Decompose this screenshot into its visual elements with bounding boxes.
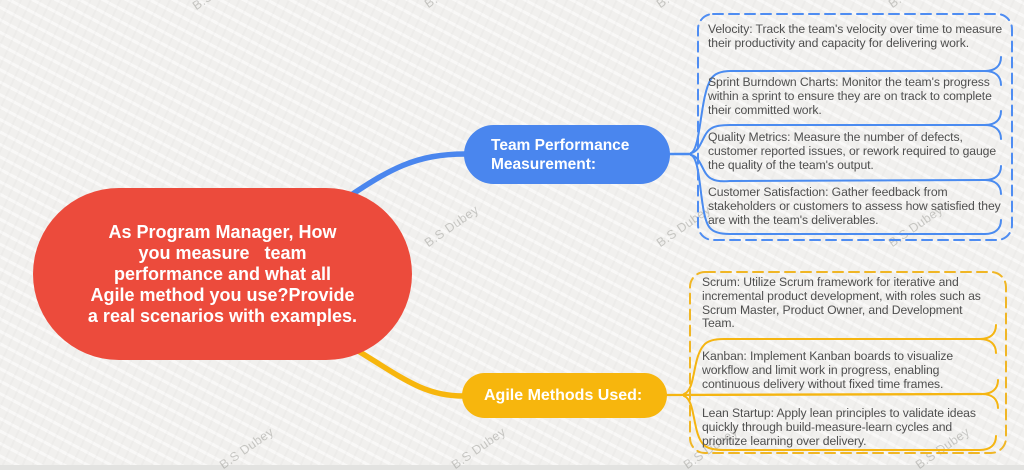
- group-border-team: [697, 13, 1013, 241]
- branch-node-agile-methods[interactable]: Agile Methods Used:: [462, 373, 667, 418]
- central-topic-text: a real scenarios with examples.: [87, 305, 358, 326]
- central-topic-text: you measure team: [138, 242, 307, 263]
- item-lean-startup[interactable]: Lean Startup: Apply lean principles to v…: [702, 406, 976, 448]
- item-scrum[interactable]: Scrum: Utilize Scrum framework for itera…: [702, 275, 981, 331]
- central-topic-text: As Program Manager, How: [108, 221, 337, 242]
- central-topic-node[interactable]: As Program Manager, How you measure team…: [33, 188, 412, 360]
- bottom-edge-shadow: [0, 465, 1024, 470]
- branch-node-team-performance[interactable]: Team Performance Measurement:: [464, 125, 670, 184]
- central-topic-text: Agile method you use?Provide: [90, 284, 355, 305]
- branch-label: Agile Methods Used:: [484, 387, 643, 404]
- item-quality-metrics[interactable]: Quality Metrics: Measure the number of d…: [708, 130, 997, 172]
- item-velocity[interactable]: Velocity: Track the team's velocity over…: [708, 22, 1003, 50]
- group-border-agile: [689, 271, 1007, 454]
- item-customer-satisfaction[interactable]: Customer Satisfaction: Gather feedback f…: [708, 185, 1001, 227]
- central-topic-text: performance and what all: [113, 263, 332, 284]
- item-kanban[interactable]: Kanban: Implement Kanban boards to visua…: [702, 349, 954, 391]
- branch-label: Team Performance Measurement:: [491, 136, 630, 173]
- item-sprint-burndown[interactable]: Sprint Burndown Charts: Monitor the team…: [708, 75, 992, 117]
